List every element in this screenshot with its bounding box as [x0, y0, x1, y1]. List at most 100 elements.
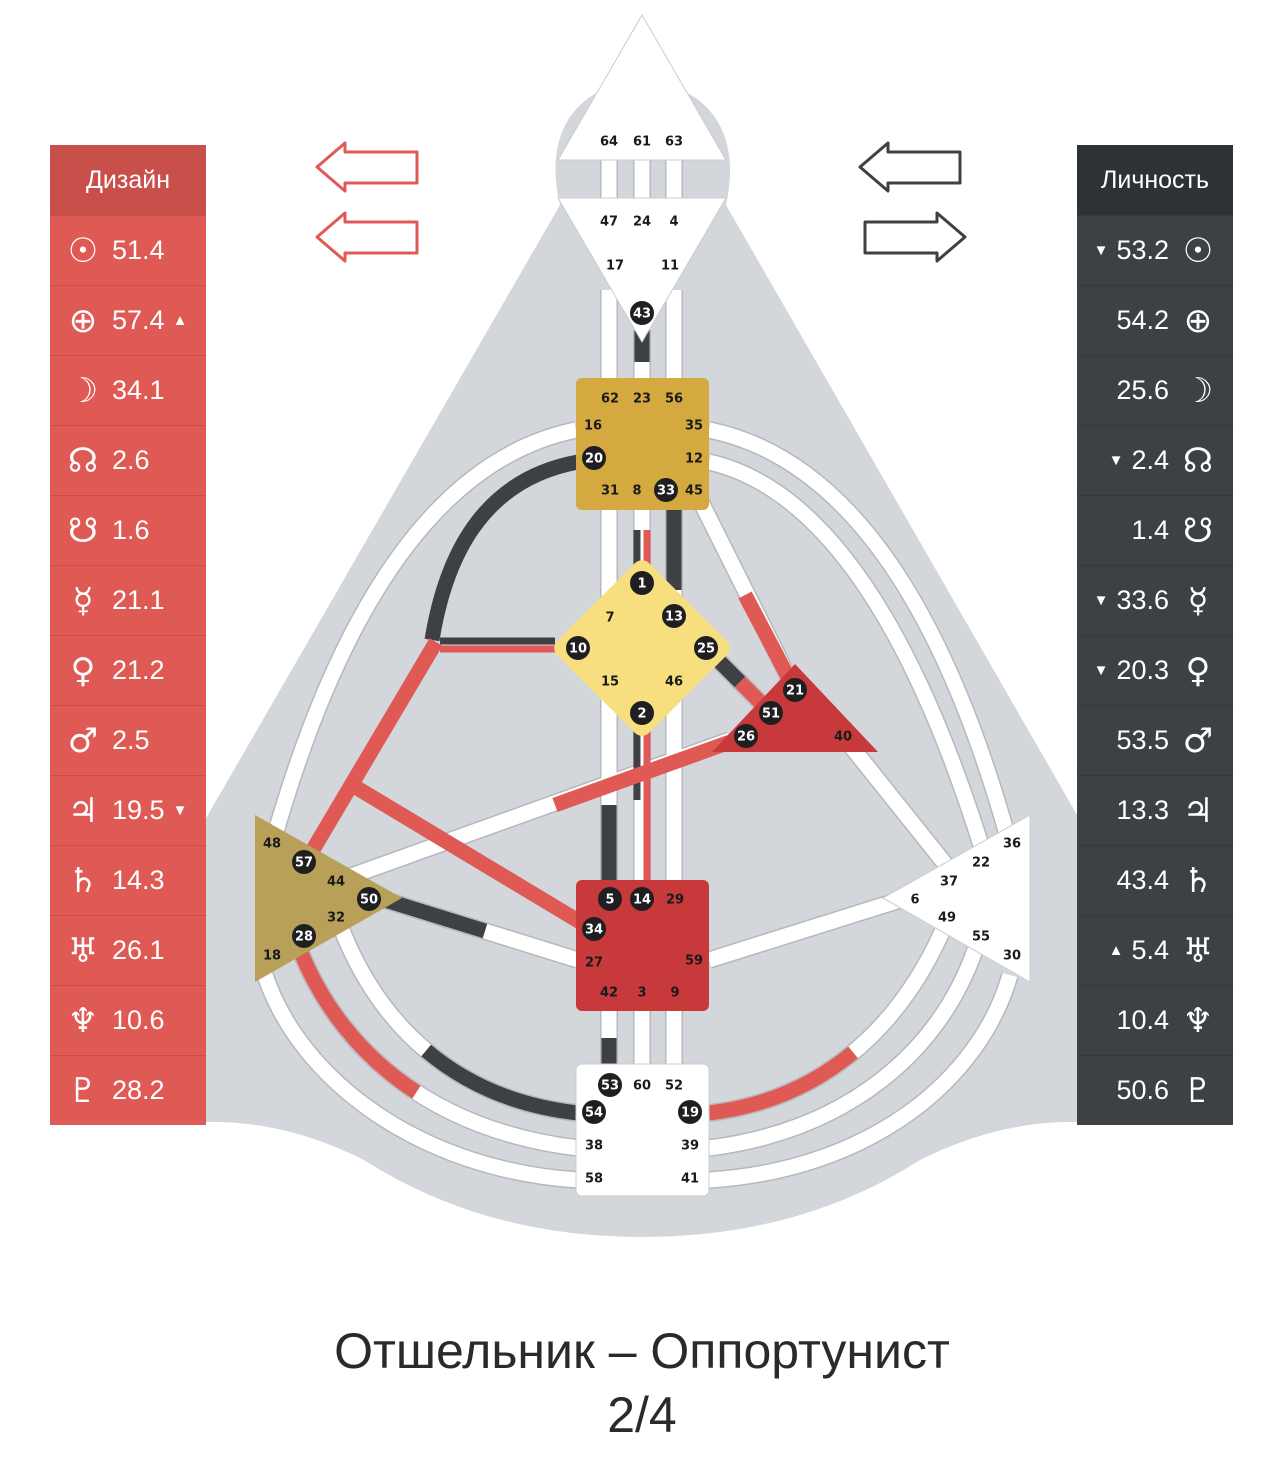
gate-43[interactable]: 43	[633, 307, 651, 322]
gate-5[interactable]: 5	[605, 893, 614, 908]
gate-47[interactable]: 47	[600, 215, 618, 230]
sacral-center[interactable]	[576, 880, 709, 1011]
gate-41[interactable]: 41	[681, 1172, 699, 1187]
gate-13[interactable]: 13	[665, 610, 683, 625]
gate-61[interactable]: 61	[633, 135, 651, 150]
gate-12[interactable]: 12	[685, 452, 703, 467]
gate-26[interactable]: 26	[737, 730, 755, 745]
gate-6[interactable]: 6	[910, 893, 919, 908]
gate-18[interactable]: 18	[263, 949, 281, 964]
gate-37[interactable]: 37	[940, 875, 958, 890]
planet-row[interactable]: ♆10.6	[50, 985, 206, 1055]
gate-8[interactable]: 8	[632, 484, 641, 499]
gate-59[interactable]: 59	[685, 954, 703, 969]
gate-63[interactable]: 63	[665, 135, 683, 150]
gate-33[interactable]: 33	[657, 484, 675, 499]
solar-plexus-center[interactable]	[881, 814, 1031, 983]
gate-50[interactable]: 50	[360, 893, 378, 908]
gate-39[interactable]: 39	[681, 1139, 699, 1154]
gate-19[interactable]: 19	[681, 1106, 699, 1121]
gate-14[interactable]: 14	[633, 893, 651, 908]
planet-row[interactable]: 13.3♃	[1077, 775, 1233, 845]
gate-11[interactable]: 11	[661, 259, 679, 274]
gate-27[interactable]: 27	[585, 956, 603, 971]
planet-row[interactable]: ♅26.1	[50, 915, 206, 985]
gate-35[interactable]: 35	[685, 419, 703, 434]
planet-row[interactable]: 54.2⊕	[1077, 285, 1233, 355]
planet-row[interactable]: ♄14.3	[50, 845, 206, 915]
planet-row[interactable]: ☊2.6	[50, 425, 206, 495]
planet-row[interactable]: ♀21.2	[50, 635, 206, 705]
planet-row[interactable]: ♂2.5	[50, 705, 206, 775]
gate-52[interactable]: 52	[665, 1079, 683, 1094]
gate-54[interactable]: 54	[585, 1106, 603, 1121]
gate-4[interactable]: 4	[669, 215, 678, 230]
spleen-center[interactable]	[255, 815, 402, 982]
planet-row[interactable]: ☉51.4	[50, 215, 206, 285]
gate-58[interactable]: 58	[585, 1172, 603, 1187]
planet-row[interactable]: ▼2.4☊	[1077, 425, 1233, 495]
gate-31[interactable]: 31	[601, 484, 619, 499]
gate-44[interactable]: 44	[327, 875, 345, 890]
gate-46[interactable]: 46	[665, 675, 683, 690]
planet-row[interactable]: ♃19.5▼	[50, 775, 206, 845]
planet-row[interactable]: ▼53.2☉	[1077, 215, 1233, 285]
head-center[interactable]	[557, 14, 727, 161]
gate-22[interactable]: 22	[972, 856, 990, 871]
planet-row[interactable]: 50.6♇	[1077, 1055, 1233, 1125]
gate-40[interactable]: 40	[834, 730, 852, 745]
gate-48[interactable]: 48	[263, 837, 281, 852]
gate-45[interactable]: 45	[685, 484, 703, 499]
planet-row[interactable]: 1.4☋	[1077, 495, 1233, 565]
gate-7[interactable]: 7	[605, 611, 614, 626]
gate-3[interactable]: 3	[637, 986, 646, 1001]
planet-row[interactable]: 53.5♂	[1077, 705, 1233, 775]
gate-56[interactable]: 56	[665, 392, 683, 407]
planet-row[interactable]: ▼20.3♀	[1077, 635, 1233, 705]
planet-row[interactable]: ▼33.6☿	[1077, 565, 1233, 635]
planet-row[interactable]: ♇28.2	[50, 1055, 206, 1125]
gate-64[interactable]: 64	[600, 135, 618, 150]
planet-row[interactable]: ☋1.6	[50, 495, 206, 565]
gate-28[interactable]: 28	[295, 930, 313, 945]
gate-49[interactable]: 49	[938, 911, 956, 926]
g-center[interactable]	[550, 556, 734, 740]
gate-23[interactable]: 23	[633, 392, 651, 407]
planet-row[interactable]: ▲5.4♅	[1077, 915, 1233, 985]
gate-2[interactable]: 2	[637, 707, 646, 722]
gate-15[interactable]: 15	[601, 675, 619, 690]
gate-53[interactable]: 53	[601, 1079, 619, 1094]
gate-55[interactable]: 55	[972, 930, 990, 945]
gate-29[interactable]: 29	[666, 893, 684, 908]
gate-32[interactable]: 32	[327, 911, 345, 926]
throat-center[interactable]	[576, 378, 709, 510]
gate-60[interactable]: 60	[633, 1079, 651, 1094]
gate-20[interactable]: 20	[585, 452, 603, 467]
gate-10[interactable]: 10	[569, 642, 587, 657]
gate-1[interactable]: 1	[637, 577, 646, 592]
gate-9[interactable]: 9	[670, 986, 679, 1001]
gate-21[interactable]: 21	[786, 684, 804, 699]
gate-16[interactable]: 16	[584, 419, 602, 434]
ajna-center[interactable]	[557, 197, 727, 343]
planet-row[interactable]: 43.4♄	[1077, 845, 1233, 915]
gate-17[interactable]: 17	[606, 259, 624, 274]
root-center[interactable]	[575, 1063, 710, 1197]
planet-row[interactable]: 10.4♆	[1077, 985, 1233, 1055]
gate-24[interactable]: 24	[633, 215, 651, 230]
planet-row[interactable]: ☽34.1	[50, 355, 206, 425]
gate-38[interactable]: 38	[585, 1139, 603, 1154]
channel	[844, 740, 956, 875]
gate-42[interactable]: 42	[600, 986, 618, 1001]
gate-30[interactable]: 30	[1003, 949, 1021, 964]
gate-25[interactable]: 25	[697, 642, 715, 657]
gate-34[interactable]: 34	[585, 923, 603, 938]
gate-51[interactable]: 51	[762, 707, 780, 722]
gate-62[interactable]: 62	[601, 392, 619, 407]
planet-row[interactable]: 25.6☽	[1077, 355, 1233, 425]
gate-36[interactable]: 36	[1003, 837, 1021, 852]
planet-row[interactable]: ⊕57.4▲	[50, 285, 206, 355]
gate-57[interactable]: 57	[295, 856, 313, 871]
planet-row[interactable]: ☿21.1	[50, 565, 206, 635]
